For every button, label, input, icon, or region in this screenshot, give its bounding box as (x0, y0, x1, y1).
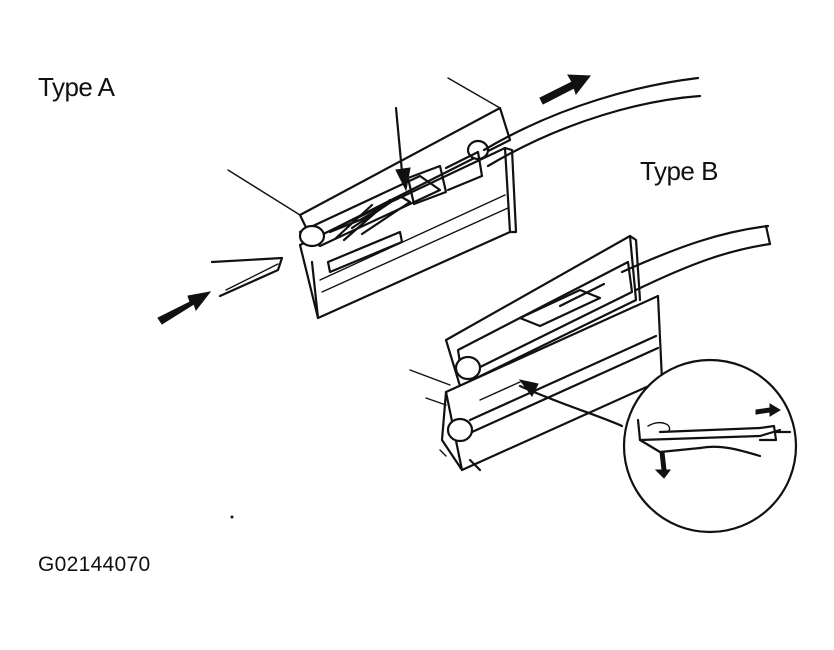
type-a-label: Type A (38, 72, 115, 102)
type-a-connector (157, 74, 702, 325)
type-b-label: Type B (640, 156, 718, 186)
figure-code: G02144070 (38, 553, 151, 576)
artifact-dot (230, 515, 234, 519)
type-b-connector (409, 224, 798, 534)
